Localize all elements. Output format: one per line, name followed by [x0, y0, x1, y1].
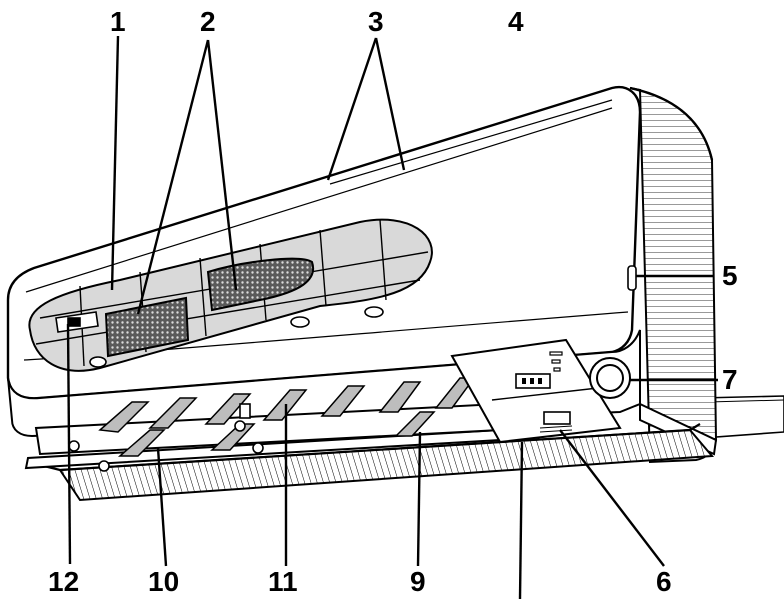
- side-latch: [627, 265, 637, 291]
- callout-11: 11: [268, 566, 298, 597]
- callout-10: 10: [148, 566, 180, 597]
- callout-9: 9: [410, 566, 426, 597]
- callout-12: 12: [48, 566, 80, 597]
- callout-5: 5: [722, 260, 738, 291]
- callout-3: 3: [368, 6, 384, 37]
- callout-2: 2: [200, 6, 216, 37]
- callout-7: 7: [722, 364, 738, 395]
- callout-4: 4: [508, 6, 524, 37]
- display-panel: [450, 338, 622, 444]
- callout-6: 6: [656, 566, 672, 597]
- round-button: [589, 357, 631, 399]
- leader-lines: [66, 35, 718, 600]
- callout-1: 1: [110, 6, 126, 37]
- louver-pivots: [68, 403, 264, 472]
- filter-clip: [55, 311, 99, 333]
